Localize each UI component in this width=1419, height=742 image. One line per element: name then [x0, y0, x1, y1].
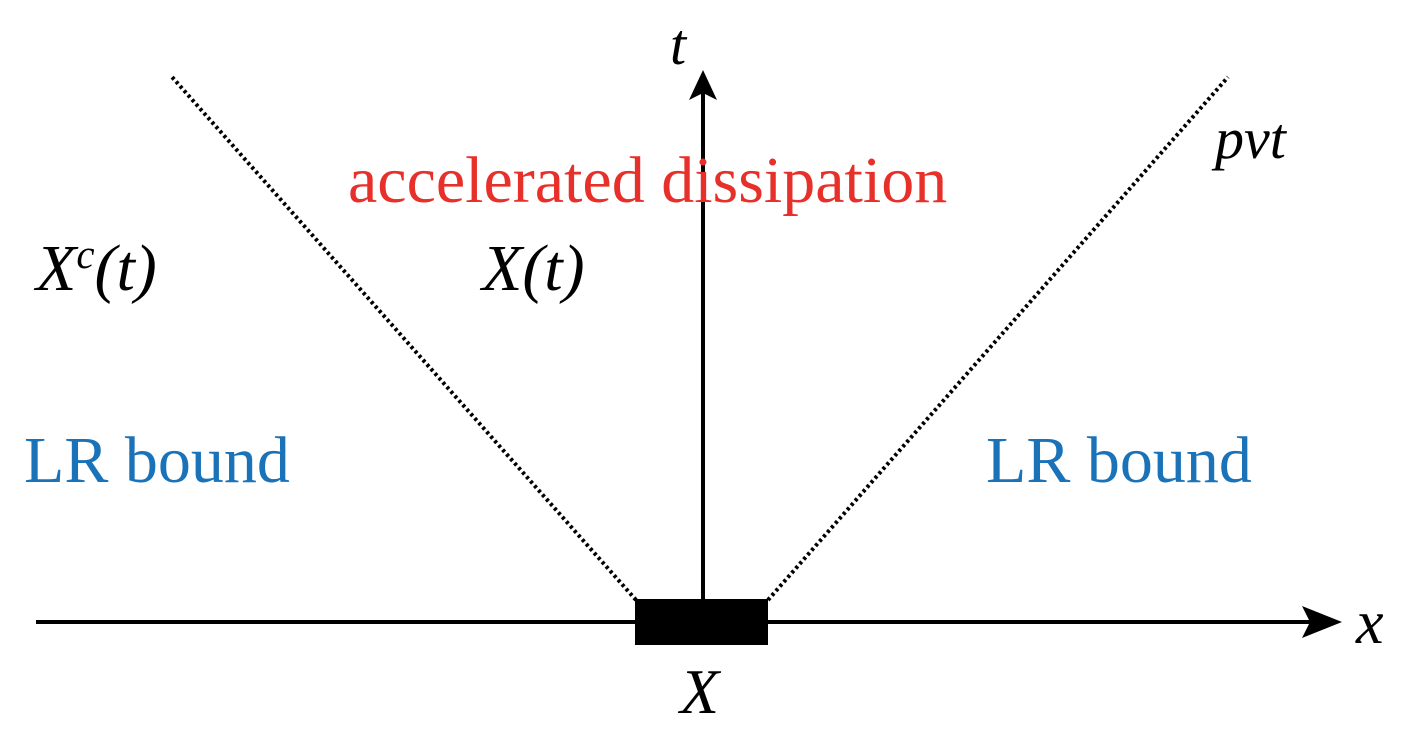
- right-light-cone-line: [766, 75, 1230, 602]
- left-light-cone-line: [170, 75, 638, 602]
- lr-bound-right-label: LR bound: [986, 424, 1252, 497]
- Xc-of-t-label: Xc(t): [36, 234, 157, 302]
- Xc-superscript: c: [76, 231, 95, 277]
- Xc-base: X: [36, 232, 77, 305]
- Xt-argument: (t): [522, 232, 585, 305]
- Xt-base: X: [482, 232, 523, 305]
- Xc-argument: (t): [94, 232, 157, 305]
- t-axis-arrowhead: [689, 70, 717, 100]
- region-X-label: X: [680, 656, 720, 727]
- x-axis-arrowhead: [1302, 606, 1342, 638]
- accelerated-dissipation-label: accelerated dissipation: [348, 144, 948, 217]
- x-axis-label: x: [1356, 589, 1384, 657]
- pvt-label: pvt: [1215, 106, 1286, 171]
- t-axis-label: t: [670, 12, 687, 77]
- region-X-block: [635, 599, 768, 645]
- lr-bound-left-label: LR bound: [24, 424, 290, 497]
- X-of-t-label: X(t): [482, 236, 585, 302]
